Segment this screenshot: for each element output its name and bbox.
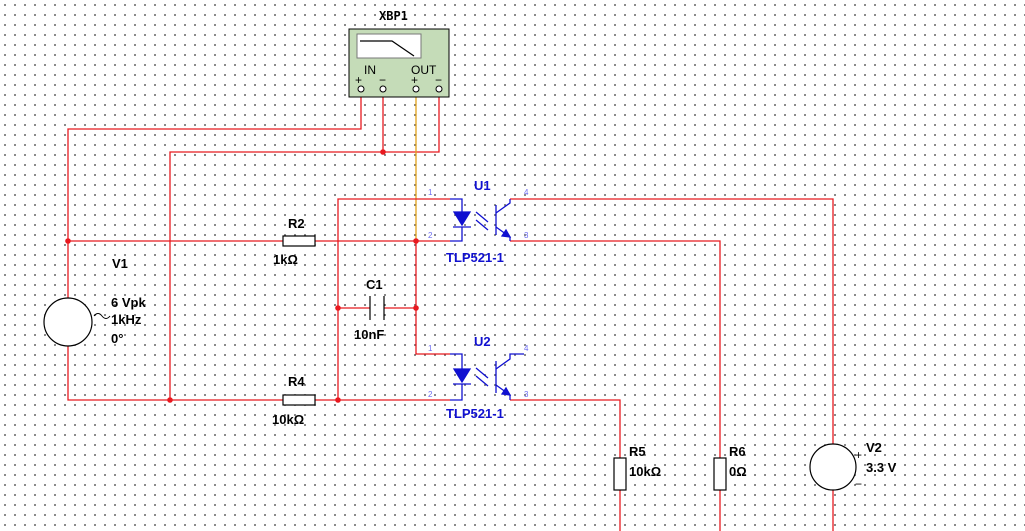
u1-pin4-label: 4 <box>524 188 529 197</box>
v1-amplitude: 6 Vpk <box>111 295 146 310</box>
u2-part: TLP521-1 <box>446 406 504 421</box>
dc-source-v2[interactable]: + − V2 3.3 V <box>809 440 897 491</box>
bode-terminal-out-plus[interactable] <box>412 85 420 93</box>
u2-light-arrow-icon <box>475 367 489 379</box>
u2-pin2-label: 2 <box>428 390 433 399</box>
lowpass-curve-icon <box>360 40 415 57</box>
u2-collector <box>495 353 524 370</box>
junction-dot <box>413 238 419 244</box>
resistor-r5[interactable]: R5 10kΩ <box>613 444 661 491</box>
r2-value: 1kΩ <box>273 252 298 267</box>
junction-dot <box>65 238 71 244</box>
junctions <box>65 149 419 403</box>
resistor-r6[interactable]: R6 0Ω <box>713 444 747 491</box>
dc-source-symbol[interactable] <box>809 443 857 491</box>
u2-light-arrow-icon <box>475 375 489 387</box>
v2-ref: V2 <box>866 440 882 455</box>
r5-value: 10kΩ <box>629 464 661 479</box>
u2-emitter-arrow-icon <box>500 386 512 396</box>
u1-pin1-label: 1 <box>428 188 433 197</box>
c1-ref: C1 <box>366 277 383 292</box>
bode-in-minus-sign: − <box>379 73 386 87</box>
u1-pin2-label: 2 <box>428 231 433 240</box>
wire-v1-bottom[interactable] <box>67 346 283 401</box>
u2-pin3-label: 3 <box>524 390 529 399</box>
u2-led-lead-top <box>450 353 463 369</box>
wire-u2-emitter[interactable] <box>510 399 621 458</box>
optocoupler-u1[interactable]: U1 1 2 3 4 TLP521-1 <box>428 178 529 265</box>
r4-value: 10kΩ <box>272 412 304 427</box>
bode-terminal-out-minus[interactable] <box>435 85 443 93</box>
u1-led-lead-bottom <box>450 227 463 242</box>
u1-light-arrow-icon <box>475 219 489 231</box>
r6-value: 0Ω <box>729 464 747 479</box>
u1-ref: U1 <box>474 178 491 193</box>
junction-dot <box>335 397 341 403</box>
r6-ref: R6 <box>729 444 746 459</box>
v1-phase: 0° <box>111 331 123 346</box>
bode-in-label: IN <box>364 63 376 77</box>
u2-pin1-label: 1 <box>428 344 433 353</box>
resistor-r2[interactable]: R2 1kΩ <box>273 216 316 267</box>
capacitor-c1[interactable]: C1 10nF <box>354 277 385 342</box>
resistor-r4[interactable]: R4 10kΩ <box>272 374 316 427</box>
wire-bode-in-plus[interactable] <box>67 94 362 298</box>
wire-u1-collector[interactable] <box>510 198 834 445</box>
u1-part: TLP521-1 <box>446 250 504 265</box>
u2-led-lead-bottom <box>450 384 463 401</box>
ac-source-symbol[interactable] <box>43 297 93 347</box>
bode-in-plus-sign: + <box>355 73 362 87</box>
v1-frequency: 1kHz <box>111 312 142 327</box>
wire-u2-pin1[interactable] <box>415 241 450 355</box>
bode-out-label: OUT <box>411 63 437 77</box>
u1-collector <box>495 199 511 214</box>
v1-ref: V1 <box>112 256 128 271</box>
bode-out-minus-sign: − <box>435 73 442 87</box>
bode-plotter[interactable]: XBP1 IN OUT + − + − <box>348 9 450 98</box>
v2-minus-sign: − <box>855 477 862 491</box>
c1-value: 10nF <box>354 327 384 342</box>
wire-u1-emitter[interactable] <box>510 240 721 458</box>
u1-light-arrow-icon <box>475 211 489 223</box>
wire-u1-pin1[interactable] <box>337 198 450 400</box>
optocoupler-u2[interactable]: U2 1 2 3 4 TLP521-1 <box>428 334 529 421</box>
u2-led-diode-icon <box>452 368 472 384</box>
u1-emitter-arrow-icon <box>500 228 512 238</box>
u2-pin4-label: 4 <box>524 344 529 353</box>
junction-dot <box>167 397 173 403</box>
resistor-symbol[interactable] <box>713 457 727 491</box>
bode-out-plus-sign: + <box>411 73 418 87</box>
v2-value: 3.3 V <box>866 460 897 475</box>
v2-plus-sign: + <box>855 448 862 462</box>
bode-plotter-ref: XBP1 <box>379 9 408 23</box>
bode-terminal-in-plus[interactable] <box>357 85 365 93</box>
resistor-symbol[interactable] <box>613 457 627 491</box>
sine-wave-icon <box>93 313 111 319</box>
junction-dot <box>413 305 419 311</box>
bode-terminal-in-minus[interactable] <box>379 85 387 93</box>
r4-ref: R4 <box>288 374 305 389</box>
u2-ref: U2 <box>474 334 491 349</box>
u1-pin3-label: 3 <box>524 231 529 240</box>
r5-ref: R5 <box>629 444 646 459</box>
r2-ref: R2 <box>288 216 305 231</box>
u1-led-diode-icon <box>452 211 472 227</box>
ac-source-v1[interactable]: V1 6 Vpk 1kHz 0° <box>43 256 146 347</box>
wire-bode-out-minus[interactable] <box>169 94 440 400</box>
resistor-symbol[interactable] <box>282 235 316 247</box>
junction-dot <box>380 149 386 155</box>
resistor-symbol[interactable] <box>282 394 316 406</box>
junction-dot <box>335 305 341 311</box>
u1-led-lead-top <box>450 198 463 212</box>
